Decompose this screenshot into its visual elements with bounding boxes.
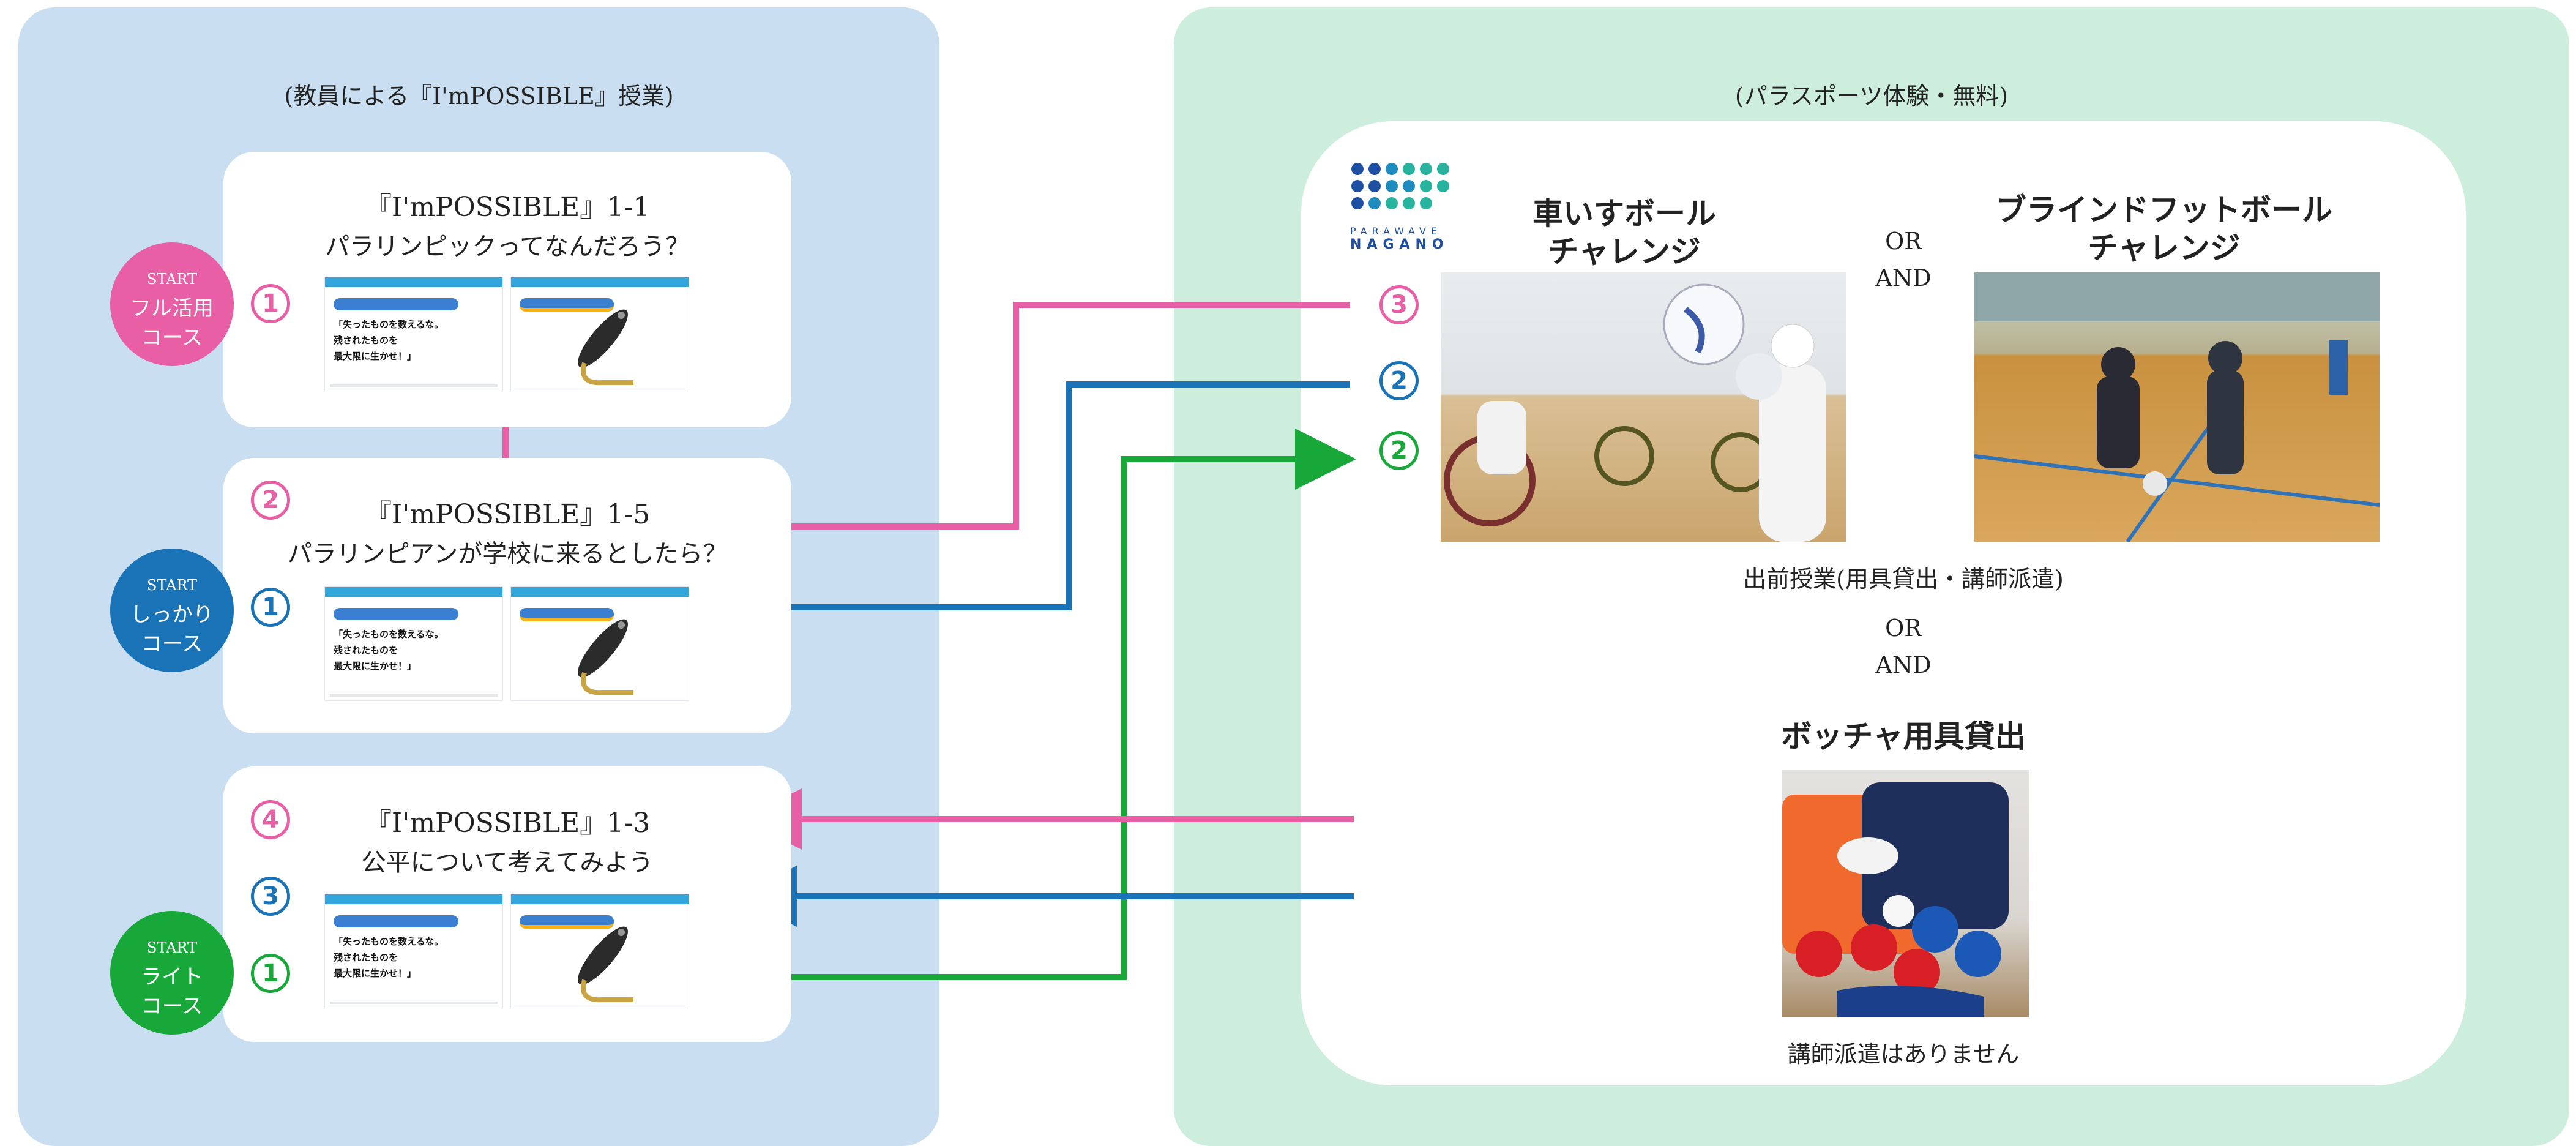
slide-prosthetic: [510, 277, 689, 391]
parawave-nagano-logo: PARAWAVE NAGANO: [1350, 162, 1473, 253]
prosthetic-icon: [578, 619, 633, 695]
wheelchair-players-image: [1444, 283, 1826, 542]
start-label: START: [146, 271, 198, 288]
boccia-note: 講師派遣はありません: [1787, 1041, 2020, 1068]
or-and-label-2: OR AND: [1875, 615, 1932, 678]
left-panel-title: (教員による『I'mPOSSIBLE』授業): [284, 83, 674, 110]
blind-football-title: ブラインドフットボール チャレンジ: [1996, 192, 2332, 266]
wheelchair-ball-photo: [1441, 272, 1846, 542]
logo-text-top: PARAWAVE: [1350, 225, 1443, 237]
blind-football-photo: [1974, 272, 2380, 542]
lesson-subtitle-1-3: 公平について考えてみよう: [361, 848, 654, 877]
prosthetic-icon: [578, 309, 633, 386]
boccia-title: ボッチャ用具貸出: [1781, 719, 2026, 754]
right-panel-title: (パラスポーツ体験・無料): [1734, 83, 2009, 110]
lesson-title-1-5: 『I'mPOSSIBLE』1-5: [364, 499, 651, 530]
slide-quote: 「失ったものを数えるな。 残されたものを 最大限に生かせ！」: [324, 586, 503, 701]
step-number-pink-4: 4: [251, 800, 290, 839]
course-name: ライト コース: [141, 965, 203, 1019]
slide-quote: 「失ったものを数えるな。 残されたものを 最大限に生かせ！」: [324, 894, 503, 1008]
lesson-card-1-5: [223, 458, 791, 733]
slide-prosthetic: [510, 894, 689, 1008]
lesson-title-1-3: 『I'mPOSSIBLE』1-3: [364, 807, 651, 839]
step-number-green-2: 2: [1379, 431, 1419, 470]
start-full-course[interactable]: START フル活用 コース: [110, 242, 234, 366]
prosthetic-icon: [578, 926, 633, 1003]
step-number-blue-2: 2: [1379, 361, 1419, 400]
step-number-blue-1: 1: [251, 588, 290, 627]
blind-football-players-image: [1974, 272, 2380, 542]
wheelchair-ball-title: 車いすボール チャレンジ: [1533, 196, 1716, 269]
or-and-label-1: OR AND: [1875, 228, 1932, 291]
delivery-class-label: 出前授業(用具貸出・講師派遣): [1743, 566, 2064, 593]
lesson-slides-1-5: 「失ったものを数えるな。 残されたものを 最大限に生かせ！」: [324, 586, 689, 701]
start-label: START: [146, 939, 198, 956]
step-number-green-1: 1: [251, 954, 290, 993]
lesson-slides-1-3: 「失ったものを数えるな。 残されたものを 最大限に生かせ！」: [324, 894, 689, 1008]
green-arrow-to-2: [745, 429, 1356, 980]
boccia-equipment-photo: [1782, 770, 2029, 1017]
course-name: フル活用 コース: [130, 296, 214, 350]
step-number-pink-3: 3: [1379, 285, 1419, 324]
pink-line-to-3: [756, 302, 1350, 530]
start-light-course[interactable]: START ライト コース: [110, 911, 234, 1035]
boccia-balls-image: [1782, 782, 2009, 1017]
start-shikkari-course[interactable]: START しっかり コース: [110, 549, 234, 672]
step-number-pink-1: 1: [251, 284, 290, 323]
lesson-subtitle-1-5: パラリンピアンが学校に来るとしたら？: [287, 540, 728, 568]
logo-text-bottom: NAGANO: [1350, 237, 1449, 252]
step-number-blue-3: 3: [251, 877, 290, 916]
dots-logo-icon: [1351, 163, 1449, 209]
start-label: START: [146, 577, 198, 594]
slide-prosthetic: [510, 586, 689, 701]
lesson-slides-1-1: 「失ったものを数えるな。 残されたものを 最大限に生かせ！」: [324, 277, 689, 391]
lesson-title-1-1: 『I'mPOSSIBLE』1-1: [364, 192, 651, 223]
blue-line-to-2: [756, 381, 1350, 610]
lesson-subtitle-1-1: パラリンピックってなんだろう？: [325, 233, 690, 261]
slide-quote: 「失ったものを数えるな。 残されたものを 最大限に生かせ！」: [324, 277, 503, 391]
lesson-card-1-3: [223, 766, 791, 1042]
course-name: しっかり コース: [130, 602, 214, 656]
lesson-card-1-1: [223, 152, 791, 427]
step-number-pink-2: 2: [251, 481, 290, 520]
